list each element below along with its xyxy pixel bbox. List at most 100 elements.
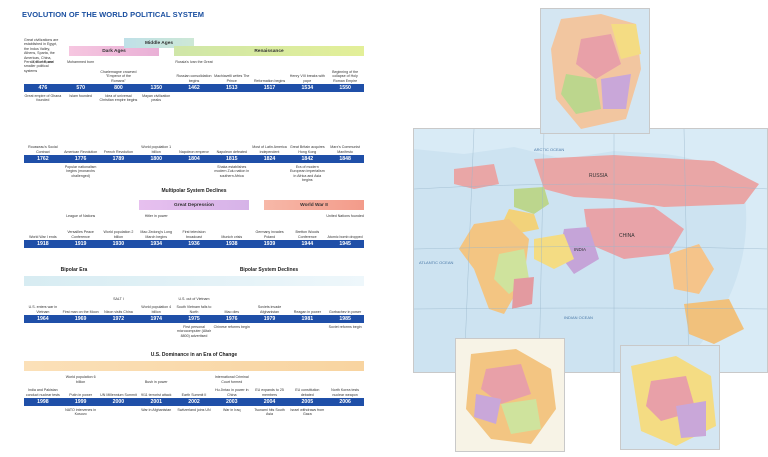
timeline-event: Reformation begins — [253, 78, 286, 83]
timeline-event: Switzerland joins UN — [177, 408, 211, 412]
timeline-event: Great Britain acquires Hong Kong — [289, 145, 325, 154]
timeline-year: 1981 — [301, 316, 314, 322]
timeline-event: World population 1 billion — [141, 145, 172, 154]
timeline-event: EU constitution debated — [295, 388, 320, 397]
timeline-event: Napoleon defeated — [216, 149, 247, 154]
timeline-event: Idea of universal Christian empire begin… — [99, 94, 138, 103]
timeline-year: 1550 — [339, 85, 351, 91]
timeline-year: 1919 — [74, 241, 87, 247]
timeline-event: Soviets invade Afghanistan — [257, 305, 282, 314]
timeline-year: 1824 — [263, 156, 276, 162]
timeline-event: NATO intervenes in Kosovo — [65, 408, 97, 417]
timeline-event: Gorbachev in power — [329, 309, 362, 314]
timeline-year: 2004 — [263, 399, 276, 405]
map-graticule — [414, 129, 767, 372]
timeline-year: 1979 — [263, 316, 276, 322]
timeline-year: 1804 — [188, 156, 200, 162]
timeline-event: Machiavelli writes The Prince — [214, 74, 250, 83]
timeline-event: World War I ends — [29, 234, 57, 239]
timeline-year: 1976 — [225, 316, 238, 322]
timeline-year: 1985 — [339, 316, 351, 322]
timeline-event: Versailles Peace Conference — [67, 230, 94, 239]
page-title: EVOLUTION OF THE WORLD POLITICAL SYSTEM — [22, 10, 205, 19]
intro-text: Great civilizations are established in E… — [24, 38, 59, 73]
timeline-event: Mohammed born — [67, 59, 95, 64]
timeline-event: Bush in power — [144, 379, 168, 384]
timeline-event: Mao Zedong's Long March begins — [140, 230, 173, 239]
timeline-event: Russian consolidation begins — [176, 74, 212, 83]
timeline-event: EU expands to 25 members — [255, 388, 284, 397]
timeline-event: Beginning of the collapse of Holy Roman … — [332, 69, 359, 83]
timeline-year: 1964 — [37, 316, 49, 322]
map-label-russia: RUSSIA — [589, 173, 608, 179]
timeline-event: Nixon visits China — [104, 309, 133, 314]
map-label-arctic-ocean: ARCTIC OCEAN — [534, 147, 564, 152]
era-band: Middle Ages — [124, 38, 194, 48]
era-band — [24, 276, 364, 286]
timeline-event: World population 6 billion — [65, 375, 96, 384]
timeline-event: U.S. out of Vietnam — [178, 296, 210, 301]
timeline-year: 1934 — [150, 241, 162, 247]
timeline-event: Great empire of Ghana founded — [24, 94, 62, 103]
timeline-event: World population 2 billion — [103, 230, 134, 239]
timeline-event: South Vietnam falls to North — [176, 305, 212, 314]
timeline-event: Earth Summit II — [181, 392, 207, 397]
timeline-event: Mao dies — [224, 309, 240, 314]
timeline-year: 1762 — [37, 156, 49, 162]
timeline-event: Napoleon emperor — [179, 149, 209, 154]
timeline-year: 2003 — [225, 399, 238, 405]
timeline-event: SALT I — [113, 296, 124, 301]
timeline-year: 2002 — [188, 399, 200, 405]
timeline-event: Popular nationalism begins (monarchs cha… — [64, 165, 97, 178]
map-label-indian-ocean: INDIAN OCEAN — [564, 315, 593, 320]
era-band: Renaissance — [174, 46, 364, 56]
timeline-year: 2005 — [301, 399, 314, 405]
timeline-event: War in Iraq — [223, 408, 241, 412]
timeline-event: U.S. enters war in Vietnam — [28, 305, 58, 314]
timeline-year: 1842 — [301, 156, 314, 162]
timeline-event: Chinese reforms begin — [213, 325, 250, 329]
timeline-event: Israel withdraws from Gaza — [290, 408, 325, 417]
timeline-year: 1944 — [301, 241, 314, 247]
timeline-year: 800 — [114, 85, 123, 91]
timeline-event: UN Millennium Summit — [100, 392, 137, 397]
timeline-year: 1800 — [150, 156, 162, 162]
timeline-event: Hitler in power — [144, 213, 168, 218]
timeline-event: Munich crisis — [221, 234, 243, 239]
timeline-year: 1789 — [112, 156, 125, 162]
timeline-event: Russia's Ivan the Great — [175, 59, 213, 64]
timeline-event: American Revolution — [64, 149, 98, 154]
era-band: World War II — [264, 200, 364, 210]
timeline-event: Germany invades Poland — [255, 230, 284, 239]
europe-map-graphic — [541, 9, 649, 133]
timeline-year: 1815 — [225, 156, 238, 162]
timeline-year: 1969 — [74, 316, 87, 322]
timeline-event: First television broadcast — [182, 230, 206, 239]
timeline-event: Era of modern European imperialism in Af… — [289, 165, 325, 183]
inset-map-africa — [455, 338, 565, 452]
timeline-year: 1350 — [150, 85, 162, 91]
timeline-event: Islam founded — [69, 94, 92, 98]
timeline-year: 1462 — [188, 85, 200, 91]
timeline-event: 9/11 terrorist attack — [140, 392, 172, 397]
timeline-event: Rousseau's Social Contract — [28, 145, 58, 154]
era-band: Dark Ages — [69, 46, 159, 56]
timeline-event: North Korea tests nuclear weapon — [331, 388, 360, 397]
timeline-year: 1945 — [339, 241, 351, 247]
timeline-event: India and Pakistan conduct nuclear tests — [25, 388, 60, 397]
timeline-year: 570 — [76, 85, 85, 91]
timeline-event: End of Rome — [32, 59, 54, 64]
timeline-event: Mayan civilization peaks — [142, 94, 171, 103]
timeline-event: Reagan in power — [293, 309, 321, 314]
timeline-year: 2006 — [339, 399, 351, 405]
timeline-year: 1776 — [74, 156, 87, 162]
timeline-event: United Nations founded — [326, 213, 364, 218]
timeline-event: French Revolution — [103, 149, 134, 154]
timeline-event: Putin in power — [69, 392, 93, 397]
